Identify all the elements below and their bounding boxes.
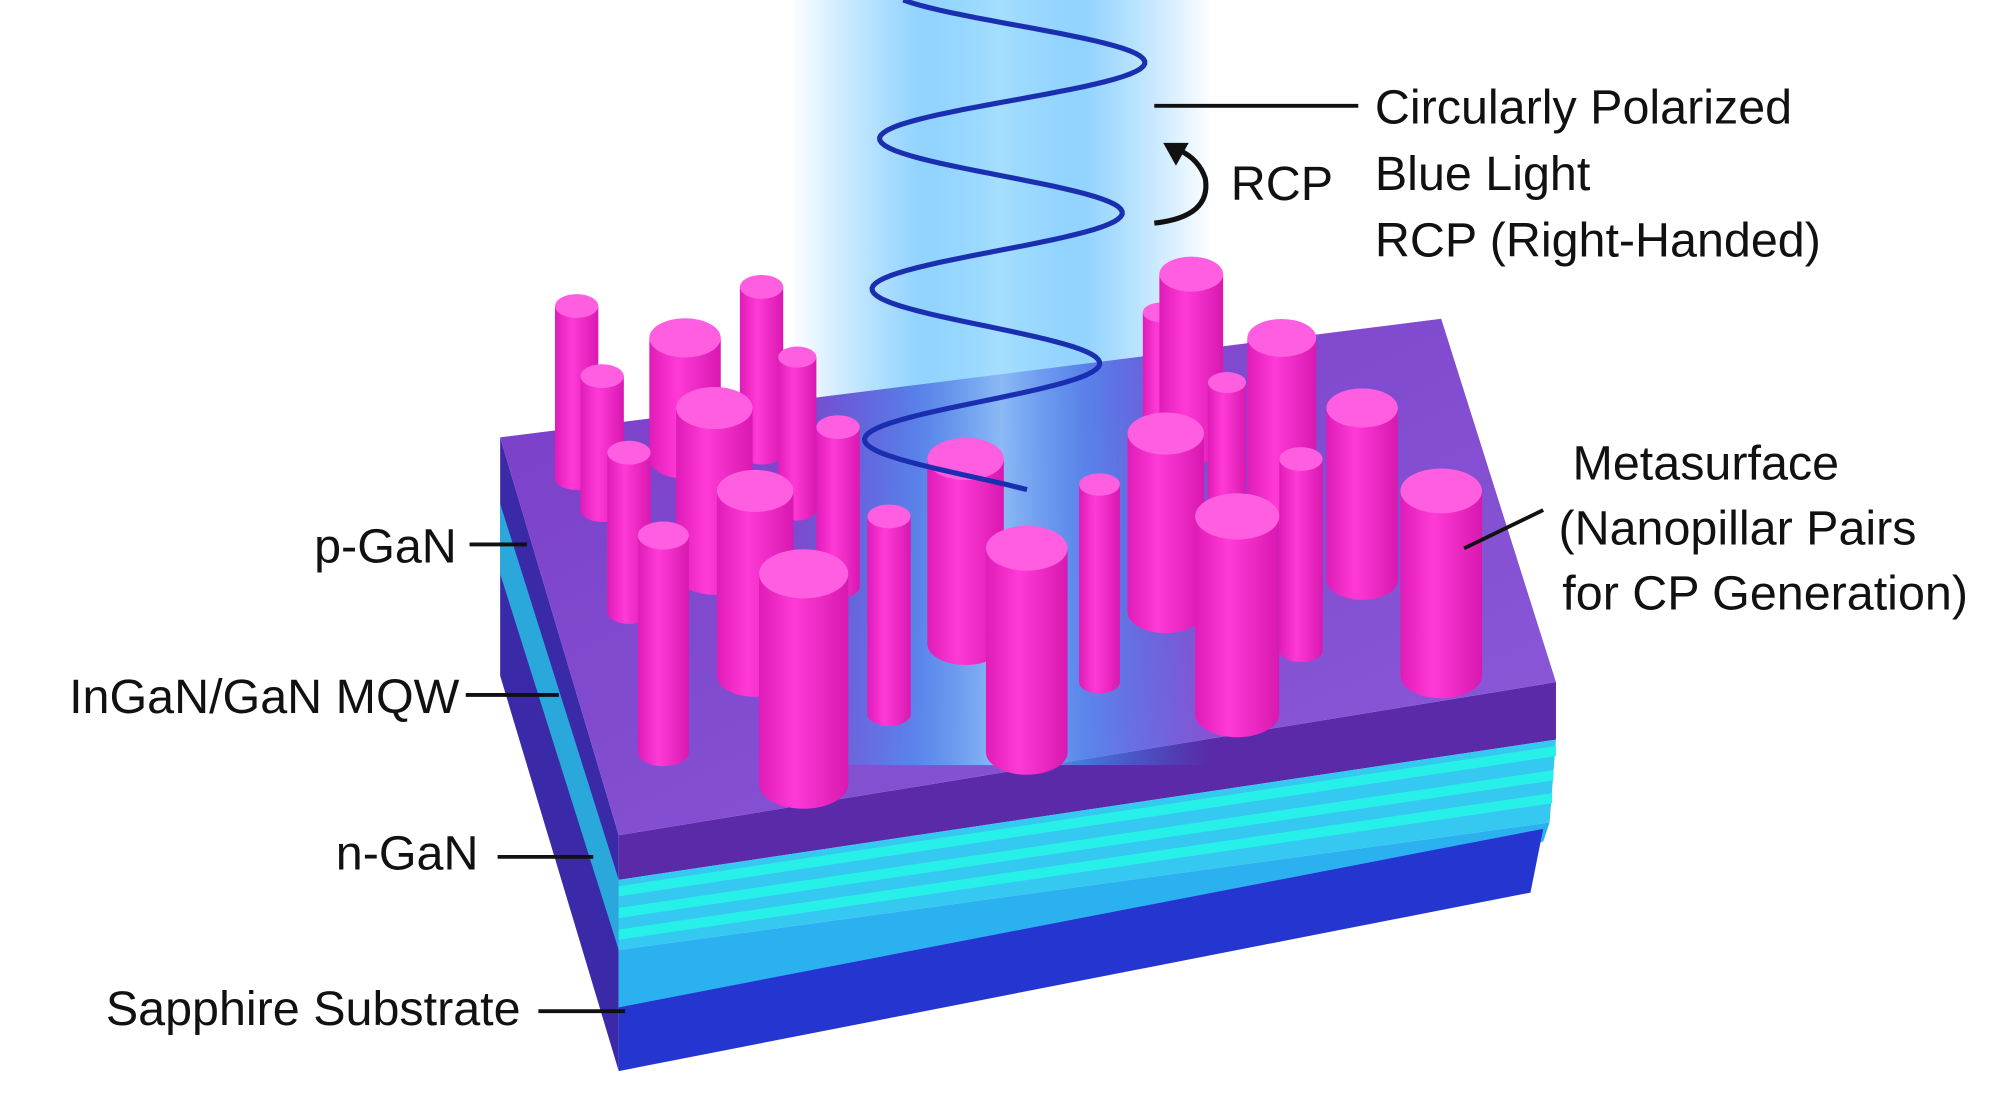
label-metasurface-2: (Nanopillar Pairs xyxy=(1559,501,1917,555)
label-rcp: RCP xyxy=(1231,157,1333,211)
layer-sapphire-substrate xyxy=(618,828,1544,1072)
layer-n-gan xyxy=(618,822,1550,1008)
nanopillar xyxy=(1079,473,1120,694)
nanopillar xyxy=(637,521,689,767)
slab-left-mqw xyxy=(500,503,619,950)
rotation-arrow-icon xyxy=(1154,148,1209,226)
label-light-2: Blue Light xyxy=(1375,147,1591,201)
label-light-3: RCP (Right-Handed) xyxy=(1375,213,1821,267)
nanopillar xyxy=(1127,412,1205,634)
label-n-gan: n-GaN xyxy=(336,827,479,881)
nanopillar xyxy=(1326,388,1398,600)
nanopillar xyxy=(759,549,849,809)
label-substrate: Sapphire Substrate xyxy=(106,982,521,1036)
label-metasurface-3: for CP Generation) xyxy=(1562,567,1968,621)
label-metasurface-1: Metasurface xyxy=(1573,436,1840,490)
nanopillar xyxy=(778,346,817,521)
rcp-helix-wave xyxy=(861,0,1148,493)
leader-line-metasurface xyxy=(1463,508,1545,551)
layer-p-gan xyxy=(618,682,1556,880)
mqw-stripes xyxy=(618,745,1556,940)
label-mqw: InGaN/GaN MQW xyxy=(69,670,460,724)
nanopillar xyxy=(985,525,1068,775)
rotation-arrowhead-icon xyxy=(1163,142,1189,166)
label-light-1: Circularly Polarized xyxy=(1375,81,1792,135)
nanopillar xyxy=(1279,447,1323,663)
nanopillar xyxy=(867,504,911,726)
nanopillar xyxy=(1400,468,1482,699)
nanopillar xyxy=(1195,493,1280,738)
label-p-gan: p-GaN xyxy=(314,519,457,573)
nanopillar-array xyxy=(554,256,1482,809)
